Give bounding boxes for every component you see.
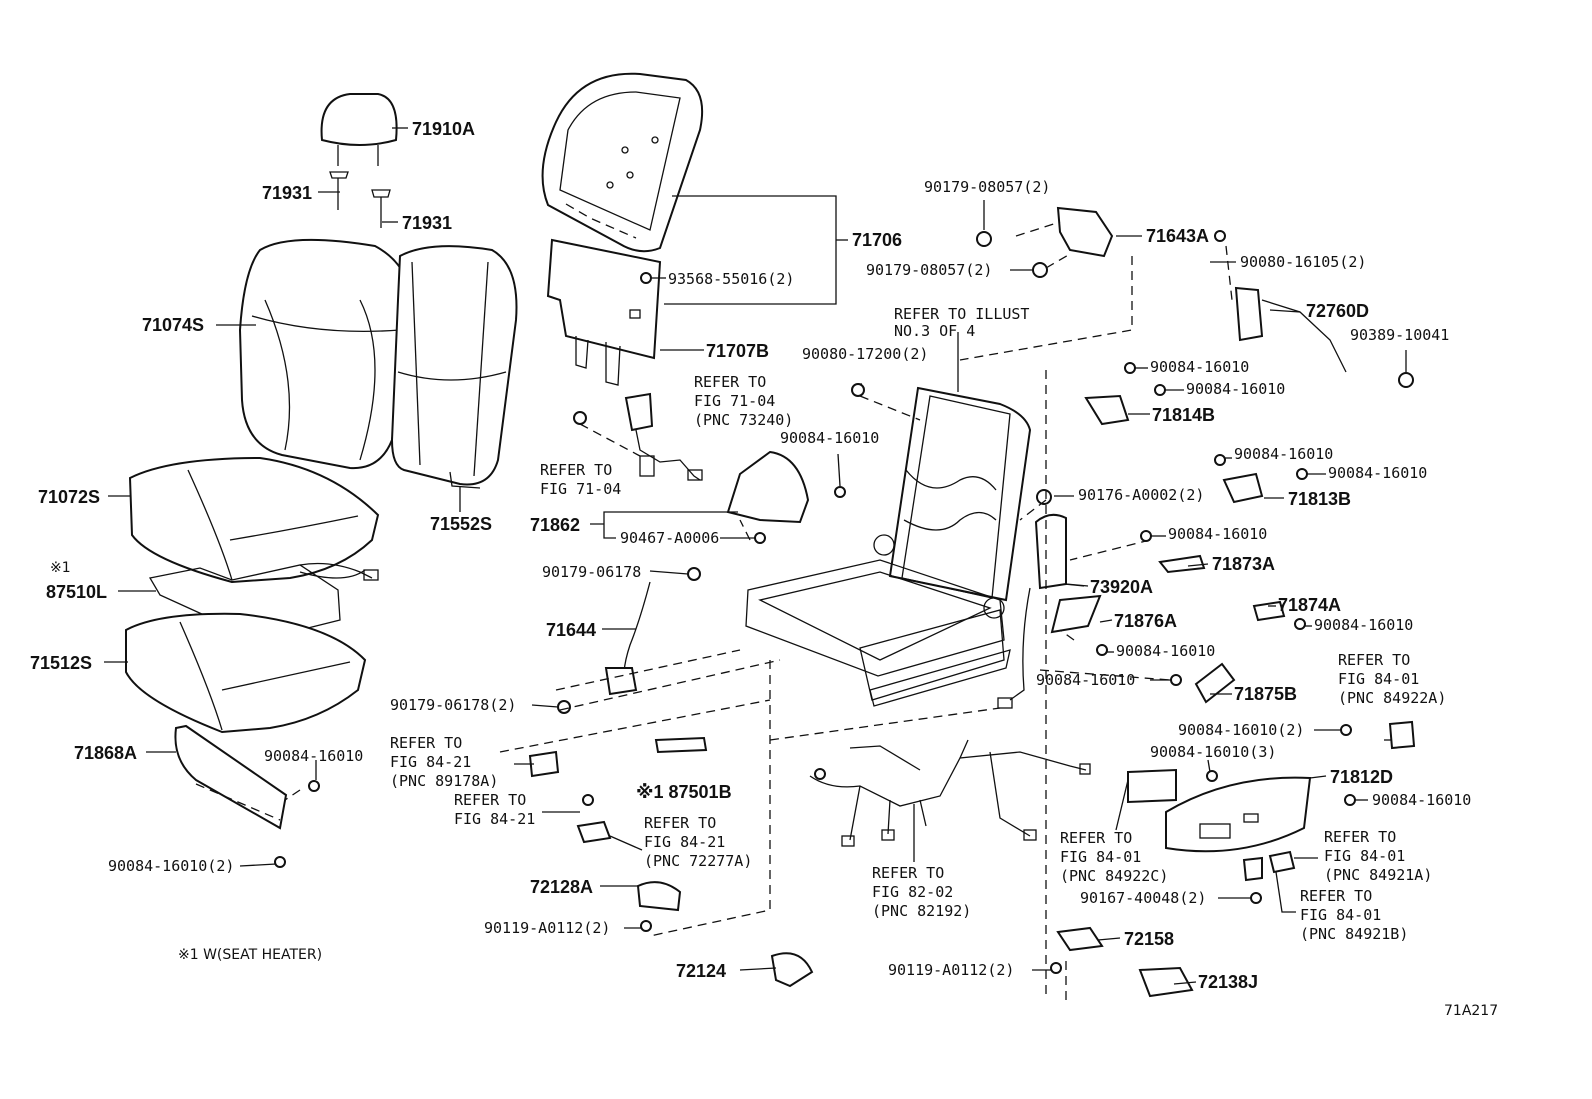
- assembly-dashed-lines: [195, 203, 1233, 1000]
- label-90179-06178: 90179-06178: [542, 563, 641, 581]
- label-90084-16010-f: 90084-16010: [1314, 616, 1413, 634]
- label-71074S: 71074S: [142, 315, 204, 335]
- side-shield-drawing: [726, 450, 810, 524]
- part-labels: 71910A 71931 71931 71706 93568-55016(2) …: [30, 119, 1471, 992]
- label-87501B: ※1 87501B: [636, 782, 732, 802]
- ref-fig-71-04-pnc-73240: REFER TO FIG 71-04 (PNC 73240): [694, 373, 793, 429]
- label-90084-16010-i: 90084-16010: [1372, 791, 1471, 809]
- headrest-drawing: [320, 93, 398, 228]
- ref-fig-71-04: REFER TO FIG 71-04: [540, 461, 621, 498]
- ref-fig-84-01-pnc-84922A: REFER TO FIG 84-01 (PNC 84922A): [1338, 651, 1446, 707]
- label-71814B: 71814B: [1152, 405, 1215, 425]
- label-72128A: 72128A: [530, 877, 593, 897]
- label-71910A: 71910A: [412, 119, 475, 139]
- label-93568-55016: 93568-55016(2): [668, 270, 794, 288]
- label-71868A: 71868A: [74, 743, 137, 763]
- label-87510L-mark: ※1: [50, 560, 71, 576]
- label-90119-A0112-a: 90119-A0112(2): [484, 919, 610, 937]
- ref-fig-84-01-pnc-84922C: REFER TO FIG 84-01 (PNC 84922C): [1060, 829, 1168, 885]
- seat-side-cover-drawing: [174, 724, 288, 830]
- right-small-parts-drawing: [976, 206, 1414, 704]
- label-71862: 71862: [530, 515, 580, 535]
- label-90084-16010-b: 90084-16010: [1186, 380, 1285, 398]
- ref-fig-84-21: REFER TO FIG 84-21: [454, 791, 535, 828]
- label-71812D: 71812D: [1330, 767, 1393, 787]
- label-90176-A0002: 90176-A0002(2): [1078, 486, 1204, 504]
- label-90084-16010-2: 90084-16010(2): [1178, 721, 1304, 739]
- reference-notes: REFER TO ILLUST NO.3 OF 4 REFER TO FIG 7…: [390, 305, 1446, 943]
- seatbelt-buckle-drawing: [624, 392, 703, 481]
- label-90084-16010-3: 90084-16010(3): [1150, 743, 1276, 761]
- cushion-cover-drawing: [128, 456, 380, 584]
- figure-id: 71A217: [1444, 1003, 1498, 1019]
- ref-fig-84-01-pnc-84921B: REFER TO FIG 84-01 (PNC 84921B): [1300, 887, 1408, 943]
- cushion-pad-drawing: [125, 612, 367, 734]
- side-panel-drawing: [1127, 720, 1416, 882]
- label-73920A: 73920A: [1090, 577, 1153, 597]
- label-90084-16010-g: 90084-16010: [1116, 642, 1215, 660]
- label-90084-16010-d: 90084-16010: [1328, 464, 1427, 482]
- label-90084-16010-h: 90084-16010: [1036, 671, 1135, 689]
- label-71707B: 71707B: [706, 341, 769, 361]
- label-90119-A0112-b: 90119-A0112(2): [888, 961, 1014, 979]
- label-90080-16105: 90080-16105(2): [1240, 253, 1366, 271]
- armrest-drawing: [997, 513, 1067, 709]
- label-71873A: 71873A: [1212, 554, 1275, 574]
- label-90389-10041: 90389-10041: [1350, 326, 1449, 344]
- label-71875B: 71875B: [1234, 684, 1297, 704]
- label-90084-16010-left: 90084-16010: [264, 747, 363, 765]
- cushion-heater-mat-drawing: [148, 562, 379, 641]
- label-90084-16010-e: 90084-16010: [1168, 525, 1267, 543]
- label-71644: 71644: [546, 620, 596, 640]
- ref-fig-82-02-pnc-82192: REFER TO FIG 82-02 (PNC 82192): [872, 864, 971, 920]
- label-72760D: 72760D: [1306, 301, 1369, 321]
- label-90080-17200: 90080-17200(2): [802, 345, 928, 363]
- label-90084-16010-a: 90084-16010: [1150, 358, 1249, 376]
- seat-harness-drawing: [604, 567, 701, 696]
- label-90084-16010-mid: 90084-16010: [780, 429, 879, 447]
- bottom-covers-drawing: [528, 736, 1194, 998]
- footnote-seat-heater: ※1 W(SEAT HEATER): [178, 947, 322, 963]
- back-heater-sheet-drawing: [546, 238, 662, 386]
- label-71706: 71706: [852, 230, 902, 250]
- label-71931-right: 71931: [402, 213, 452, 233]
- ref-fig-84-01-pnc-84921A: REFER TO FIG 84-01 (PNC 84921A): [1324, 828, 1432, 884]
- ref-fig-84-21-pnc-72277A: REFER TO FIG 84-21 (PNC 72277A): [644, 814, 752, 870]
- label-71876A: 71876A: [1114, 611, 1177, 631]
- label-87510L: 87510L: [46, 582, 107, 602]
- ref-fig-84-21-pnc-89178A: REFER TO FIG 84-21 (PNC 89178A): [390, 734, 498, 790]
- leader-lines: [104, 127, 1407, 985]
- label-71643A: 71643A: [1146, 226, 1209, 246]
- label-71072S: 71072S: [38, 487, 100, 507]
- label-71552S: 71552S: [430, 514, 492, 534]
- label-71813B: 71813B: [1288, 489, 1351, 509]
- label-90179-08057-b: 90179-08057(2): [866, 261, 992, 279]
- ref-illust: REFER TO ILLUST NO.3 OF 4: [894, 305, 1039, 340]
- label-72138J: 72138J: [1198, 972, 1258, 992]
- label-90179-06178-2: 90179-06178(2): [390, 696, 516, 714]
- seatback-board-drawing: [541, 72, 704, 253]
- label-90084-16010-c: 90084-16010: [1234, 445, 1333, 463]
- seat-frame-drawing: [745, 386, 1032, 707]
- label-90179-08057-top: 90179-08057(2): [924, 178, 1050, 196]
- seatback-pad-drawing: [390, 245, 518, 489]
- seatback-cover-drawing: [238, 238, 413, 470]
- floor-harness-drawing: [809, 739, 1091, 847]
- fasteners-drawing: [274, 230, 1356, 974]
- label-90167-40048: 90167-40048(2): [1080, 889, 1206, 907]
- label-90467-A0006: 90467-A0006: [620, 529, 719, 547]
- label-71512S: 71512S: [30, 653, 92, 673]
- label-71874A: 71874A: [1278, 595, 1341, 615]
- label-72124: 72124: [676, 961, 726, 981]
- label-72158: 72158: [1124, 929, 1174, 949]
- label-90084-16010-2-left: 90084-16010(2): [108, 857, 234, 875]
- label-71931-left: 71931: [262, 183, 312, 203]
